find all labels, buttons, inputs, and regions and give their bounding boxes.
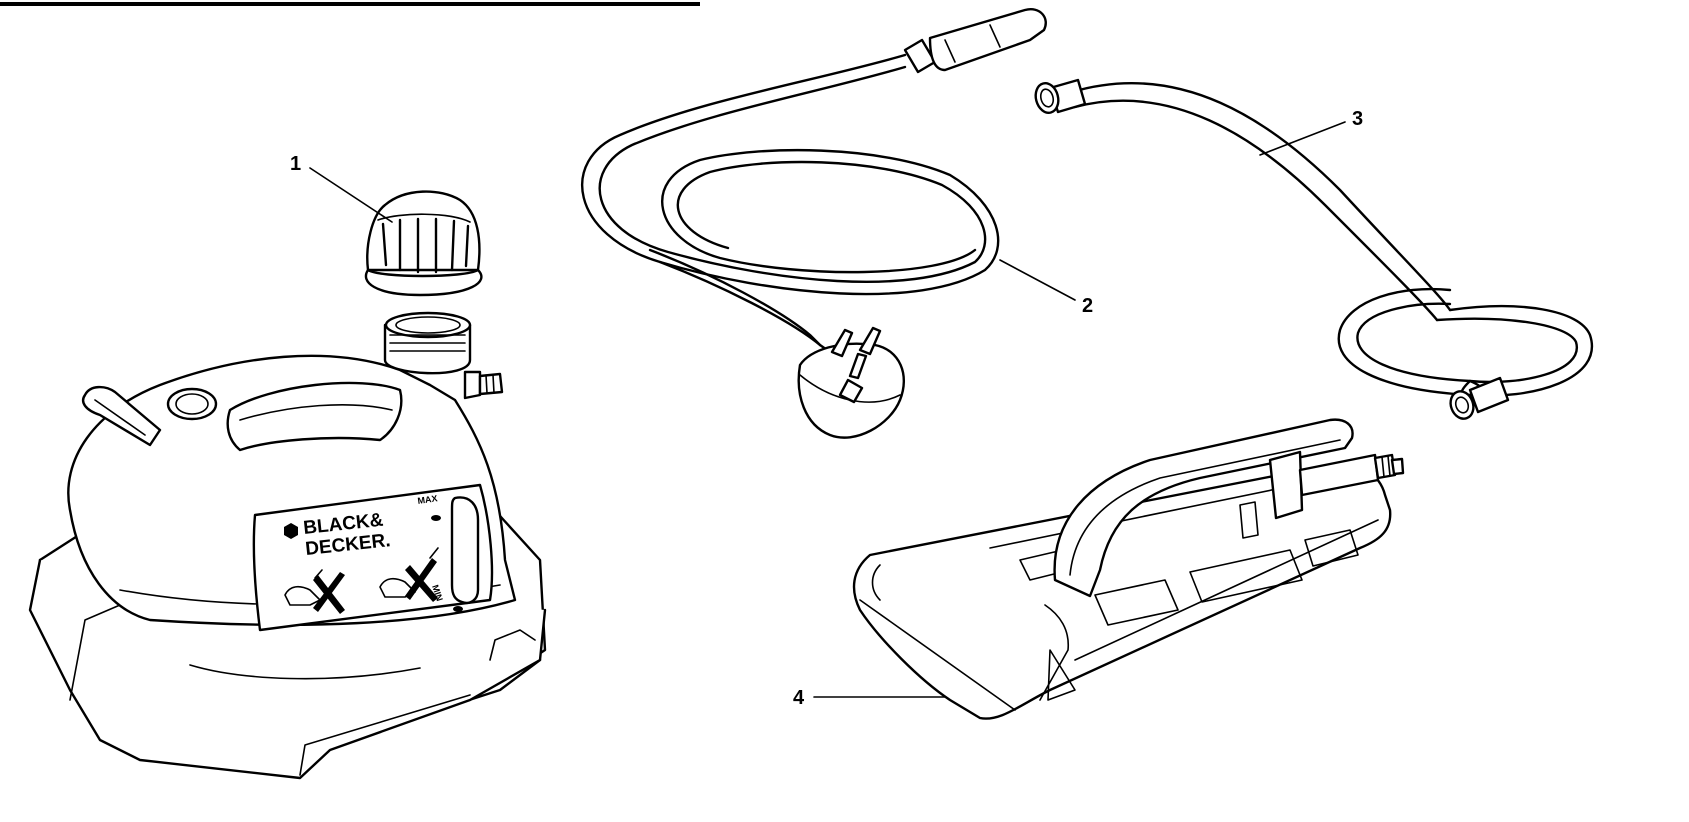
power-cord: [581, 8, 1047, 439]
callout-1-label: 1: [290, 153, 301, 175]
steam-plate: [852, 418, 1405, 720]
steamer-unit: BLACK& DECKER. MAX MIN: [28, 311, 547, 780]
gauge-max-label: MAX: [417, 493, 438, 506]
callout-2-leader: [999, 259, 1076, 301]
callout-3-label: 3: [1352, 108, 1363, 130]
callout-3-leader: [1259, 121, 1346, 156]
callout-1-leader: [309, 167, 393, 223]
steam-hose: [1034, 78, 1594, 420]
callout-2-label: 2: [1082, 295, 1093, 317]
callout-4-label: 4: [793, 687, 805, 709]
no-wallpaper-pictogram-icon: [284, 569, 345, 614]
filler-cap: [364, 190, 483, 297]
water-level-gauge: [450, 496, 480, 604]
no-tile-pictogram-icon: [379, 547, 439, 602]
brand-logo-icon: [284, 523, 298, 539]
